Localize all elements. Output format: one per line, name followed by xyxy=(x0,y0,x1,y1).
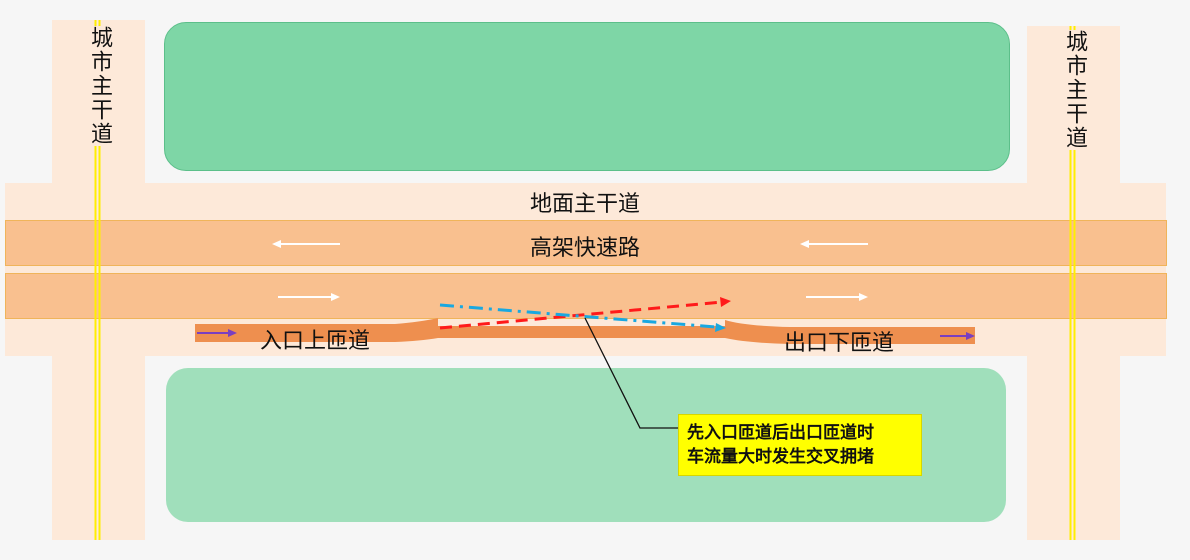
expressway-westbound-lane xyxy=(5,220,1167,266)
off-ramp-label: 出口下匝道 xyxy=(784,331,895,356)
merge-path-arrow xyxy=(439,297,731,330)
on-ramp-flow-arrow xyxy=(197,329,237,337)
expressway-label: 高架快速路 xyxy=(530,236,641,261)
off-ramp-flow-arrow xyxy=(940,332,975,340)
right-arterial-label: 城市主干道 xyxy=(1059,30,1089,150)
weaving-section-road xyxy=(438,326,725,338)
left-arterial-label: 城市主干道 xyxy=(84,26,114,146)
diverge-path-arrow xyxy=(439,303,726,332)
westbound-arrow-right xyxy=(800,240,868,248)
callout-line-2: 车流量大时发生交叉拥堵 xyxy=(687,447,874,467)
on-ramp-label: 入口上匝道 xyxy=(260,329,371,354)
congestion-callout-box: 先入口匝道后出口匝道时 车流量大时发生交叉拥堵 xyxy=(678,414,922,476)
expressway-eastbound-lane xyxy=(5,273,1167,319)
westbound-arrow-left xyxy=(272,240,340,248)
green-block-top xyxy=(164,22,1010,171)
off-ramp-road xyxy=(725,320,975,344)
on-ramp-road xyxy=(195,318,438,342)
eastbound-arrow-left xyxy=(278,293,340,301)
eastbound-arrow-right xyxy=(806,293,868,301)
callout-line-1: 先入口匝道后出口匝道时 xyxy=(687,423,874,443)
ground-road-label: 地面主干道 xyxy=(530,192,641,217)
callout-leader-line xyxy=(584,317,678,429)
